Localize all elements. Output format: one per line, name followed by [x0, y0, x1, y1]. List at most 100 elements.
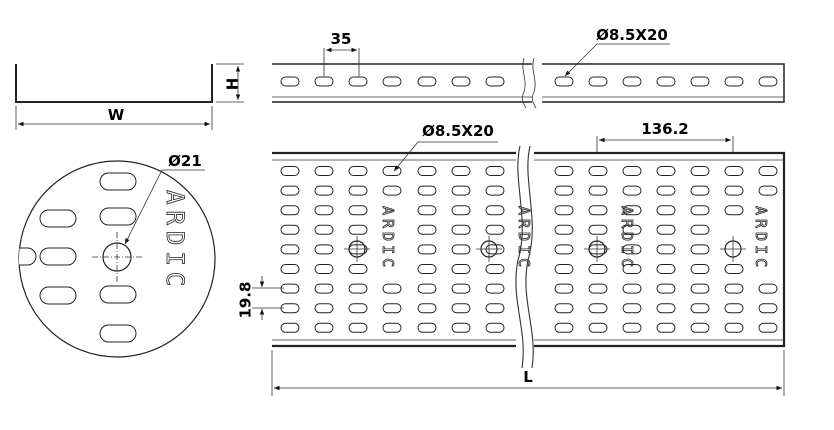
tray-plan-view: ARDIC ARDIC ARDIC ARDIC Ø8.5X20 136.2 19… — [237, 120, 786, 396]
side-slot-row — [280, 76, 778, 87]
plan-slot — [382, 322, 402, 333]
plan-slot — [451, 166, 471, 176]
side-slot — [758, 76, 778, 87]
side-slot — [690, 76, 710, 87]
plan-slot — [554, 303, 574, 314]
plan-slot — [451, 283, 471, 294]
side-slot — [348, 76, 368, 87]
slot-size-label-main: Ø8.5X20 — [422, 122, 494, 140]
plan-slot — [690, 264, 710, 274]
plan-slot — [314, 283, 334, 294]
plan-slot — [554, 205, 574, 216]
brand-marks-plan: ARDIC ARDIC ARDIC ARDIC — [379, 206, 771, 272]
height-label: H — [224, 78, 242, 91]
plan-slot-grid — [280, 166, 778, 333]
plan-slot — [314, 322, 334, 333]
plan-slot — [588, 283, 608, 294]
plan-slot — [417, 264, 437, 274]
plan-slot — [622, 244, 642, 255]
plan-slot — [656, 264, 676, 274]
plan-slot — [280, 166, 300, 176]
plan-slot — [656, 283, 676, 294]
plan-slot — [656, 185, 676, 196]
slot-pitch-label: 35 — [331, 30, 352, 48]
plan-slot — [382, 303, 402, 314]
tray-cross-section: W H — [15, 63, 244, 130]
plan-slot — [724, 303, 744, 314]
plan-slot — [690, 244, 710, 255]
plan-slot — [690, 303, 710, 314]
plan-slot — [690, 166, 710, 176]
plan-slot — [656, 224, 676, 235]
plan-slot — [656, 303, 676, 314]
plan-slot — [451, 224, 471, 235]
plan-slot — [485, 264, 505, 274]
plan-slot — [451, 205, 471, 216]
plan-slot — [588, 166, 608, 176]
plan-slot — [724, 166, 744, 176]
side-slot — [656, 76, 676, 87]
plan-slot — [622, 283, 642, 294]
plan-slot — [656, 322, 676, 333]
plan-slot — [314, 185, 334, 196]
plan-slot — [554, 185, 574, 196]
plan-slot — [588, 303, 608, 314]
plan-slot — [280, 224, 300, 235]
plan-slot — [280, 322, 300, 333]
plan-slot — [417, 283, 437, 294]
plan-slot — [554, 244, 574, 255]
side-slot — [382, 76, 402, 87]
plan-slot — [280, 185, 300, 196]
side-slot — [485, 76, 505, 87]
plan-slot — [485, 322, 505, 333]
side-slot — [314, 76, 334, 87]
plan-hole-row — [344, 236, 746, 262]
plan-slot — [314, 244, 334, 255]
plan-slot — [622, 205, 642, 216]
plan-slot — [280, 205, 300, 216]
plan-slot — [485, 166, 505, 176]
plan-slot — [554, 322, 574, 333]
tray-side-view: 35 Ø8.5X20 — [272, 26, 785, 109]
plan-slot — [724, 322, 744, 333]
plan-slot — [451, 322, 471, 333]
plan-slot — [485, 224, 505, 235]
plan-slot — [417, 185, 437, 196]
side-slot — [622, 76, 642, 87]
plan-slot — [314, 205, 334, 216]
plan-slot — [280, 264, 300, 274]
plan-slot — [280, 244, 300, 255]
plan-slot — [622, 264, 642, 274]
plan-slot — [622, 224, 642, 235]
plan-slot — [348, 322, 368, 333]
plan-slot — [348, 303, 368, 314]
plan-slot — [417, 244, 437, 255]
plan-slot — [724, 185, 744, 196]
side-slot — [417, 76, 437, 87]
plan-slot — [417, 322, 437, 333]
plan-slot — [724, 283, 744, 294]
plan-slot — [622, 322, 642, 333]
plan-slot — [485, 185, 505, 196]
plan-slot — [588, 322, 608, 333]
plan-slot — [690, 224, 710, 235]
slot-size-label-top: Ø8.5X20 — [596, 26, 668, 44]
plan-slot — [417, 166, 437, 176]
plan-slot — [485, 283, 505, 294]
plan-slot — [724, 205, 744, 216]
plan-slot — [348, 205, 368, 216]
brand-mark-4: ARDIC — [752, 206, 770, 271]
plan-slot — [758, 303, 778, 314]
plan-slot — [758, 283, 778, 294]
plan-slot — [554, 283, 574, 294]
plan-slot — [588, 224, 608, 235]
plan-slot — [348, 224, 368, 235]
row-pitch-label: 19.8 — [237, 281, 255, 318]
plan-slot — [417, 224, 437, 235]
hole-pitch-label: 136.2 — [641, 120, 688, 138]
plan-slot — [554, 166, 574, 176]
plan-slot — [417, 303, 437, 314]
plan-slot — [724, 264, 744, 274]
plan-slot — [314, 303, 334, 314]
